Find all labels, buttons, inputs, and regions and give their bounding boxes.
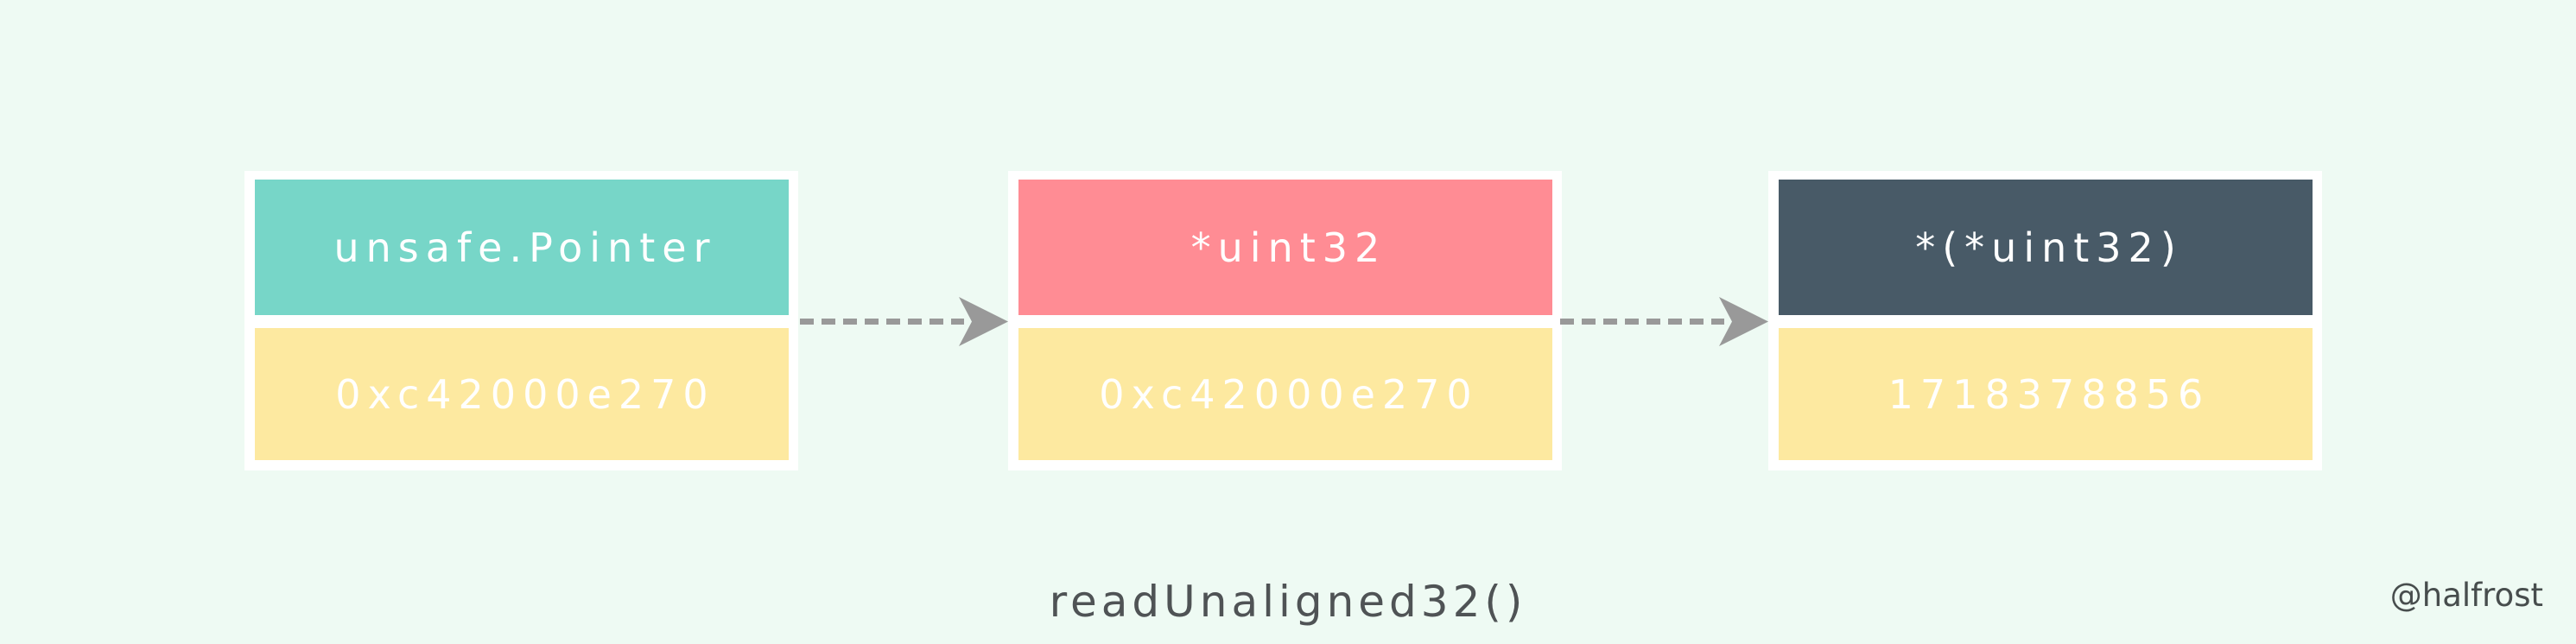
arrow-head: [1719, 297, 1768, 346]
node-value-label: 0xc42000e270: [335, 370, 715, 418]
node-type-block: *(*uint32): [1779, 180, 2313, 315]
author-watermark: @halfrost: [2389, 577, 2543, 614]
node-type-block: unsafe.Pointer: [255, 180, 789, 315]
node-uint32-pointer: *uint32 0xc42000e270: [1008, 171, 1562, 470]
node-type-label: unsafe.Pointer: [333, 224, 717, 271]
node-type-block: *uint32: [1018, 180, 1552, 315]
node-type-label: *uint32: [1190, 224, 1387, 271]
node-value-block: 0xc42000e270: [1018, 328, 1552, 460]
diagram-caption: readUnaligned32(): [1049, 577, 1527, 627]
dashed-arrow-right-icon: [1560, 297, 1768, 346]
node-value-block: 1718378856: [1779, 328, 2313, 460]
node-type-label: *(*uint32): [1915, 224, 2183, 271]
node-value-label: 1718378856: [1888, 370, 2211, 418]
node-unsafe-pointer: unsafe.Pointer 0xc42000e270: [244, 171, 798, 470]
dashed-arrow-right-icon: [800, 297, 1008, 346]
node-value-label: 0xc42000e270: [1099, 370, 1479, 418]
node-uint32-deref: *(*uint32) 1718378856: [1768, 171, 2322, 470]
node-value-block: 0xc42000e270: [255, 328, 789, 460]
arrow-head: [959, 297, 1008, 346]
